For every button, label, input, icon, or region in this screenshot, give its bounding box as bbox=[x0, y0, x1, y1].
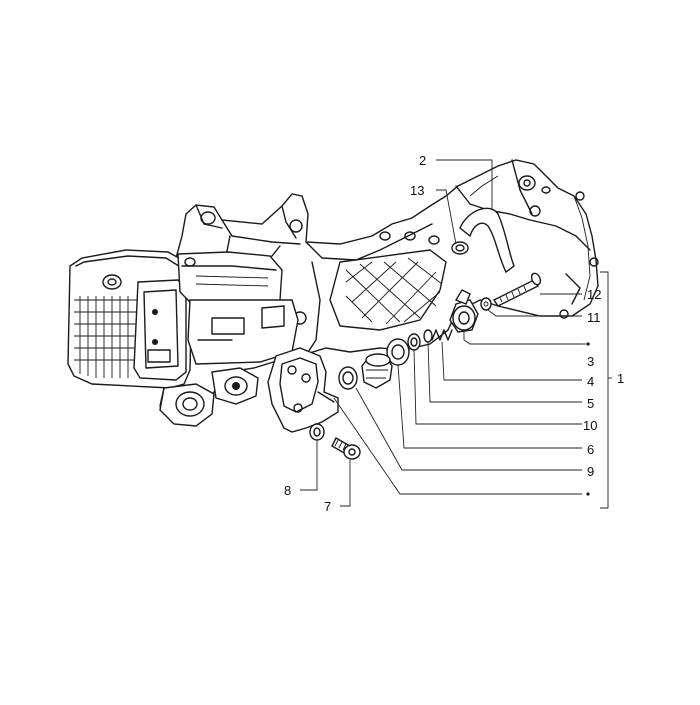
callout-2: 2 bbox=[419, 153, 426, 168]
callout-9: 9 bbox=[587, 464, 594, 479]
cylinder-block bbox=[67, 249, 299, 427]
thermostat-cover bbox=[267, 347, 339, 433]
part-thermostat bbox=[361, 353, 393, 389]
callout-13: 13 bbox=[410, 183, 424, 198]
callout-labels: 2 13 12 11 3 4 5 10 6 9 8 7 1 bbox=[284, 153, 624, 514]
part-7-screw bbox=[331, 437, 361, 460]
part-5-washer bbox=[423, 329, 433, 343]
callout-1: 1 bbox=[617, 371, 624, 386]
part-3-union bbox=[449, 289, 479, 333]
callout-6: 6 bbox=[587, 442, 594, 457]
part-8-washer bbox=[309, 423, 325, 441]
part-11-washer bbox=[480, 297, 492, 311]
callout-5: 5 bbox=[587, 396, 594, 411]
callout-3: 3 bbox=[587, 354, 594, 369]
leader-lines bbox=[300, 159, 612, 509]
part-2-hose bbox=[459, 207, 515, 274]
part-12-bolt bbox=[492, 272, 542, 307]
callout-7: 7 bbox=[324, 499, 331, 514]
callout-11: 11 bbox=[587, 310, 601, 325]
part-9-oring bbox=[338, 366, 358, 390]
part-13-clamp bbox=[451, 241, 469, 255]
callout-8: 8 bbox=[284, 483, 291, 498]
part-10-oring bbox=[407, 333, 421, 351]
part-4-spring bbox=[431, 329, 453, 341]
callout-4: 4 bbox=[587, 374, 594, 389]
callout-12: 12 bbox=[587, 287, 601, 302]
callout-10: 10 bbox=[583, 418, 597, 433]
